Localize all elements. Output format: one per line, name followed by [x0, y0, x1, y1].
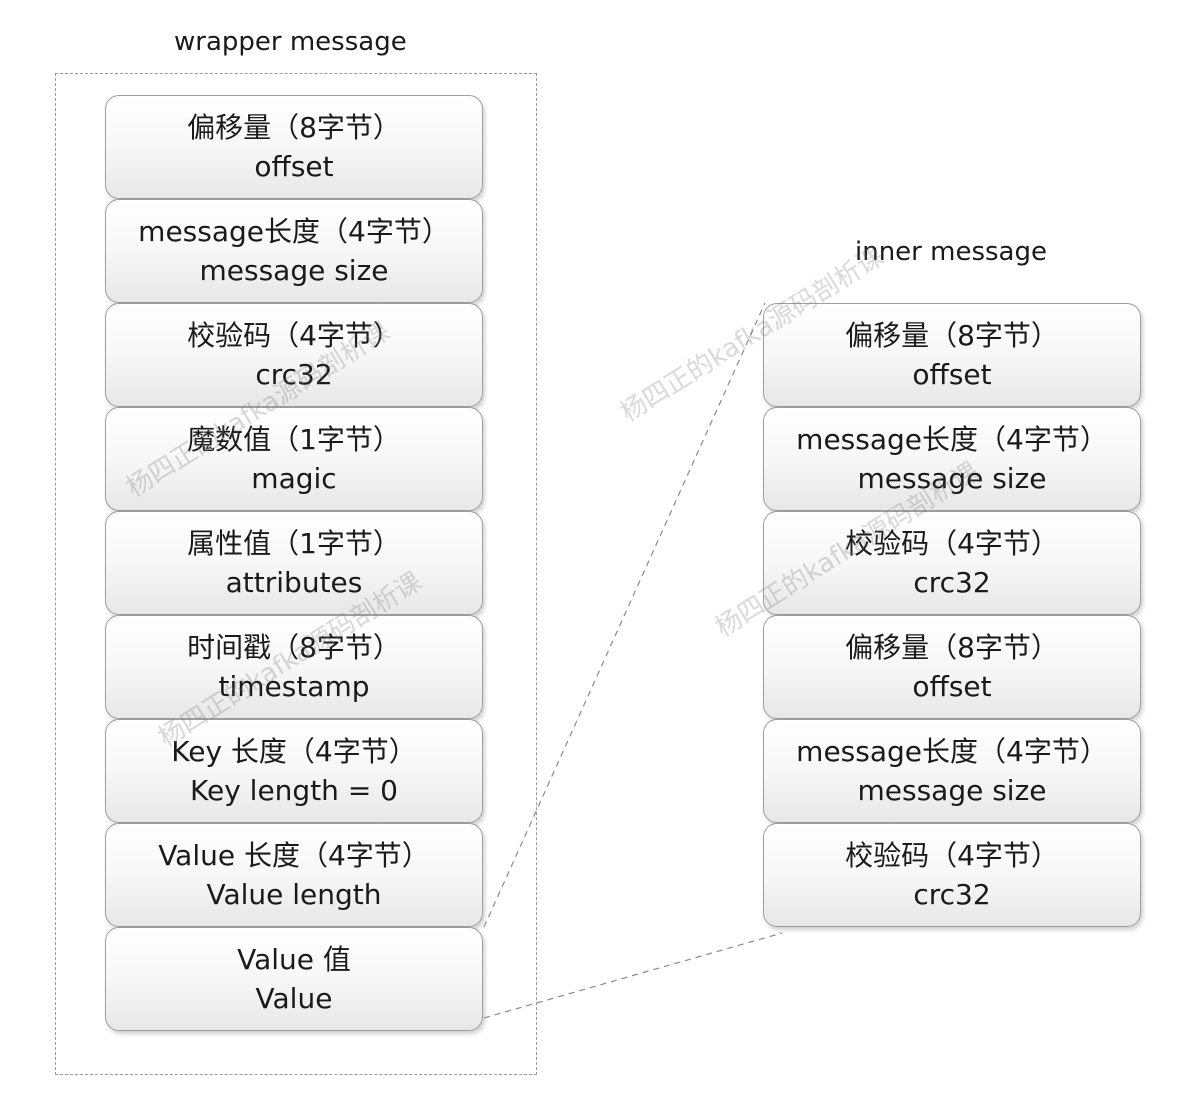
inner-field-message-size: message长度（4字节） message size [763, 407, 1141, 511]
wrapper-message-title: wrapper message [174, 27, 407, 57]
inner-message-title: inner message [855, 237, 1047, 267]
field-label-cn: message长度（4字节） [796, 735, 1108, 768]
inner-field-crc32: 校验码（4字节） crc32 [763, 511, 1141, 615]
field-label-cn: 属性值（1字节） [187, 527, 401, 560]
wrapper-field-offset: 偏移量（8字节） offset [105, 95, 483, 199]
inner-field-crc32: 校验码（4字节） crc32 [763, 823, 1141, 927]
wrapper-field-timestamp: 时间戳（8字节） timestamp [105, 615, 483, 719]
wrapper-field-value-length: Value 长度（4字节） Value length [105, 823, 483, 927]
field-label-en: message size [199, 254, 389, 287]
field-label-en: message size [857, 462, 1047, 495]
field-label-en: offset [912, 358, 992, 391]
inner-message-fields: 偏移量（8字节） offset message长度（4字节） message s… [763, 303, 1141, 927]
field-label-cn: Value 长度（4字节） [158, 839, 430, 872]
field-label-en: message size [857, 774, 1047, 807]
field-label-cn: 校验码（4字节） [845, 527, 1059, 560]
wrapper-field-value: Value 值 Value [105, 927, 483, 1031]
wrapper-field-attributes: 属性值（1字节） attributes [105, 511, 483, 615]
field-label-en: attributes [225, 566, 363, 599]
field-label-cn: 时间戳（8字节） [187, 631, 401, 664]
field-label-en: crc32 [913, 878, 991, 911]
field-label-cn: message长度（4字节） [138, 215, 450, 248]
field-label-cn: 偏移量（8字节） [845, 319, 1059, 352]
field-label-cn: 魔数值（1字节） [187, 423, 401, 456]
wrapper-field-magic: 魔数值（1字节） magic [105, 407, 483, 511]
wrapper-field-key-length: Key 长度（4字节） Key length = 0 [105, 719, 483, 823]
field-label-cn: 偏移量（8字节） [845, 631, 1059, 664]
field-label-cn: 校验码（4字节） [845, 839, 1059, 872]
field-label-en: offset [254, 150, 334, 183]
inner-field-offset: 偏移量（8字节） offset [763, 303, 1141, 407]
field-label-cn: message长度（4字节） [796, 423, 1108, 456]
field-label-en: Value length [206, 878, 382, 911]
field-label-en: offset [912, 670, 992, 703]
field-label-en: magic [251, 462, 337, 495]
field-label-cn: 校验码（4字节） [187, 319, 401, 352]
field-label-en: timestamp [218, 670, 370, 703]
field-label-cn: Value 值 [237, 943, 351, 976]
field-label-en: Key length = 0 [190, 774, 398, 807]
field-label-en: crc32 [913, 566, 991, 599]
inner-field-offset: 偏移量（8字节） offset [763, 615, 1141, 719]
field-label-cn: Key 长度（4字节） [171, 735, 417, 768]
field-label-en: crc32 [255, 358, 333, 391]
field-label-en: Value [255, 982, 333, 1015]
inner-field-message-size: message长度（4字节） message size [763, 719, 1141, 823]
wrapper-message-fields: 偏移量（8字节） offset message长度（4字节） message s… [105, 95, 483, 1031]
wrapper-field-crc32: 校验码（4字节） crc32 [105, 303, 483, 407]
field-label-cn: 偏移量（8字节） [187, 111, 401, 144]
wrapper-field-message-size: message长度（4字节） message size [105, 199, 483, 303]
